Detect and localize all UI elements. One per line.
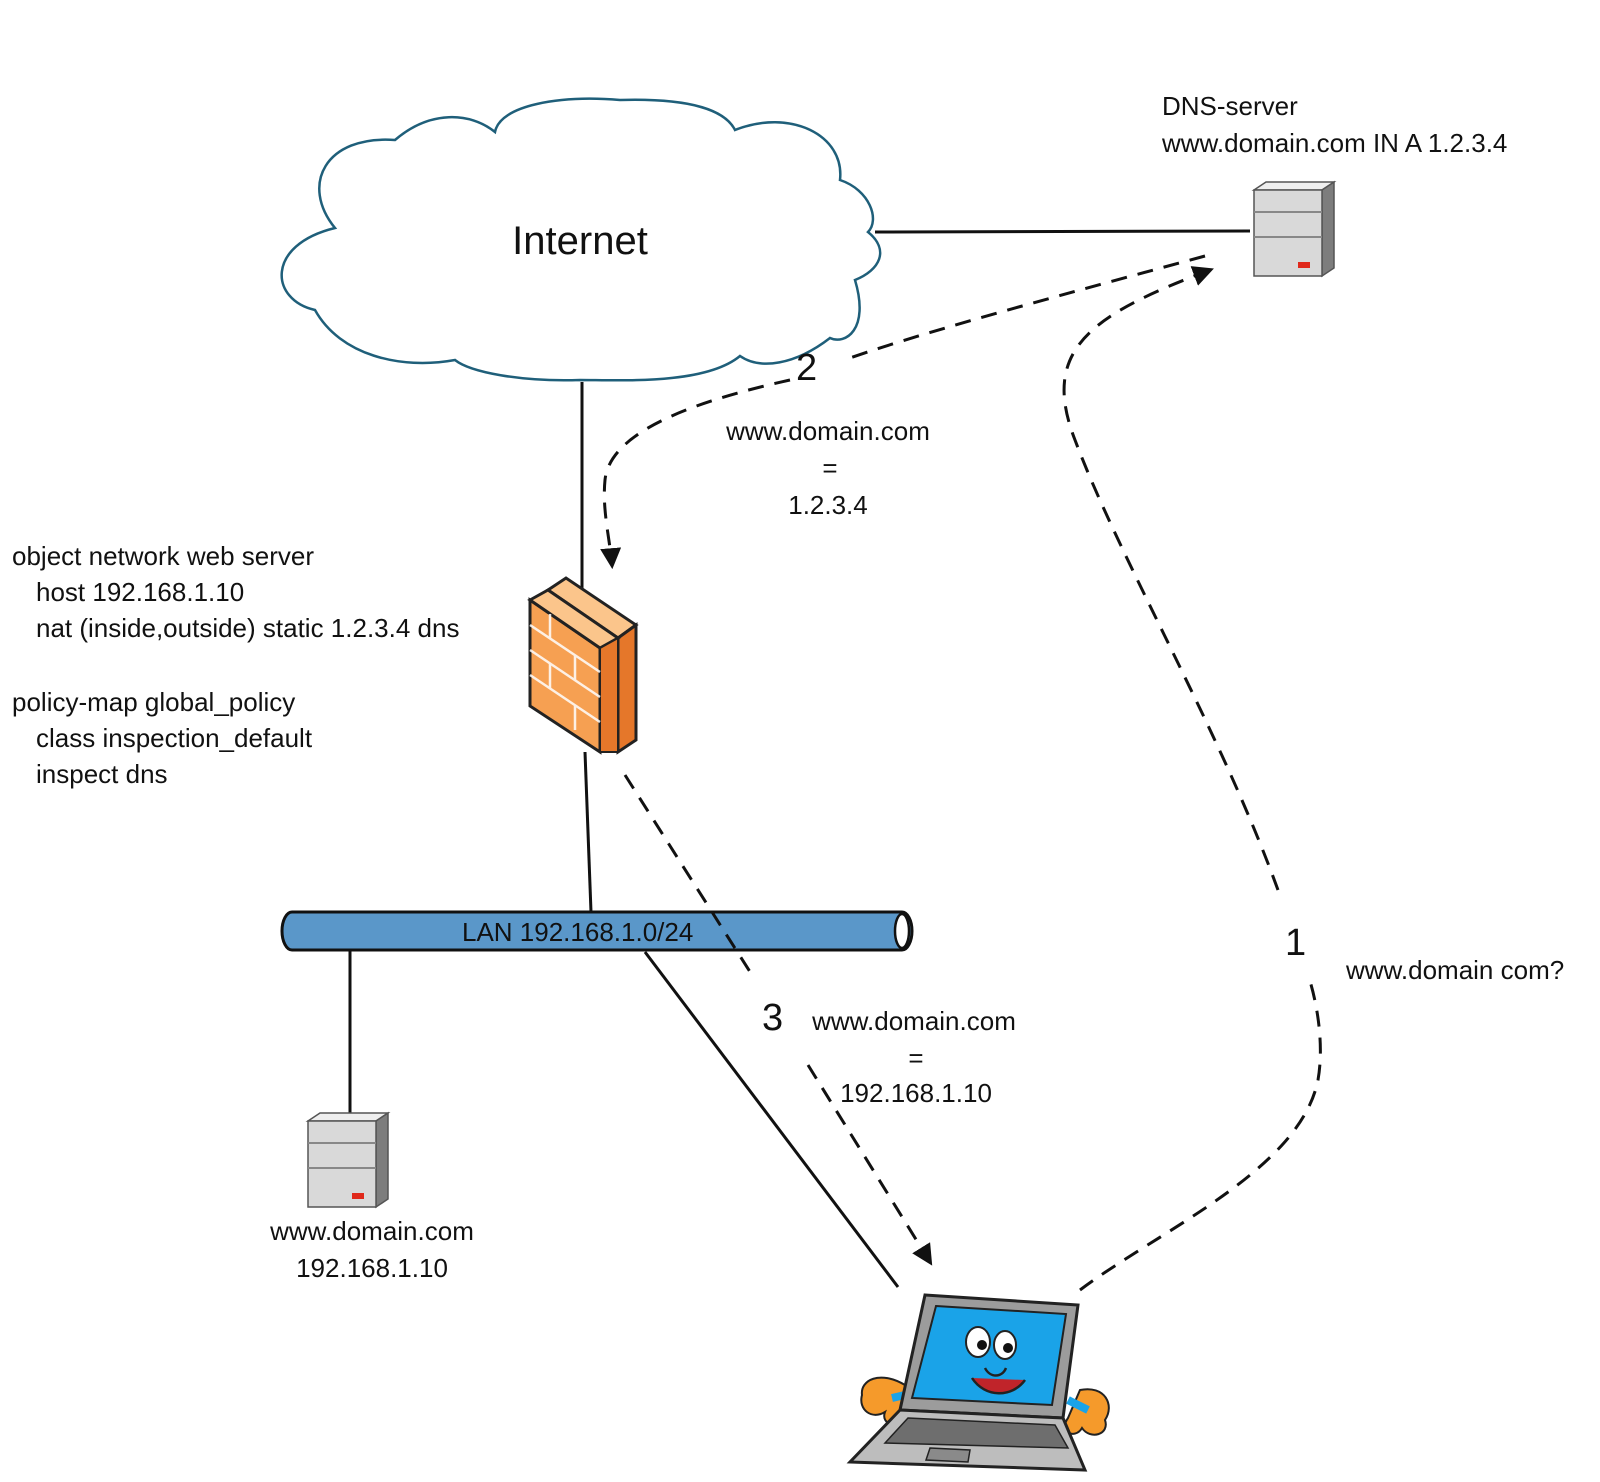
step-1-text: www.domain com? bbox=[1345, 955, 1564, 985]
lan-bus: LAN 192.168.1.0/24 bbox=[280, 910, 914, 952]
laptop-client-icon bbox=[846, 1293, 1110, 1472]
dns-server-title: DNS-server bbox=[1162, 91, 1298, 121]
config-line: host 192.168.1.10 bbox=[36, 577, 244, 607]
config-line: object network web server bbox=[12, 541, 314, 571]
step-3-text: www.domain.com bbox=[811, 1006, 1016, 1036]
internet-cloud: Internet bbox=[280, 97, 882, 382]
config-line: nat (inside,outside) static 1.2.3.4 dns bbox=[36, 613, 459, 643]
config-line: policy-map global_policy bbox=[12, 687, 295, 717]
step-2-text: = bbox=[822, 453, 837, 483]
step-2-arrow bbox=[604, 254, 1206, 565]
step-2-text: www.domain.com bbox=[725, 416, 930, 446]
web-server-hostname: www.domain.com bbox=[269, 1216, 474, 1246]
internet-dns-link bbox=[874, 229, 1251, 234]
config-line: class inspection_default bbox=[36, 723, 313, 753]
step-2-text: 1.2.3.4 bbox=[788, 490, 868, 520]
firewall-lan-link bbox=[583, 751, 593, 913]
step-3-number: 3 bbox=[762, 997, 783, 1039]
dns-server-record: www.domain.com IN A 1.2.3.4 bbox=[1161, 128, 1507, 158]
step-2-number: 2 bbox=[796, 347, 817, 389]
web-server-icon bbox=[305, 1111, 391, 1209]
step-1-arrow bbox=[1062, 270, 1322, 1292]
firewall-config: object network web server host 192.168.1… bbox=[12, 541, 459, 789]
step-3-text: = bbox=[908, 1043, 923, 1073]
firewall-icon bbox=[527, 576, 639, 755]
step-1-number: 1 bbox=[1285, 922, 1306, 964]
internet-label: Internet bbox=[512, 219, 648, 263]
step-3-text: 192.168.1.10 bbox=[840, 1078, 992, 1108]
lan-laptop-link bbox=[643, 951, 900, 1288]
lan-label: LAN 192.168.1.0/24 bbox=[462, 917, 693, 947]
web-server-ip: 192.168.1.10 bbox=[296, 1253, 448, 1283]
step-3-arrow bbox=[623, 774, 930, 1262]
config-line: inspect dns bbox=[36, 759, 168, 789]
dns-server-icon bbox=[1251, 180, 1337, 278]
